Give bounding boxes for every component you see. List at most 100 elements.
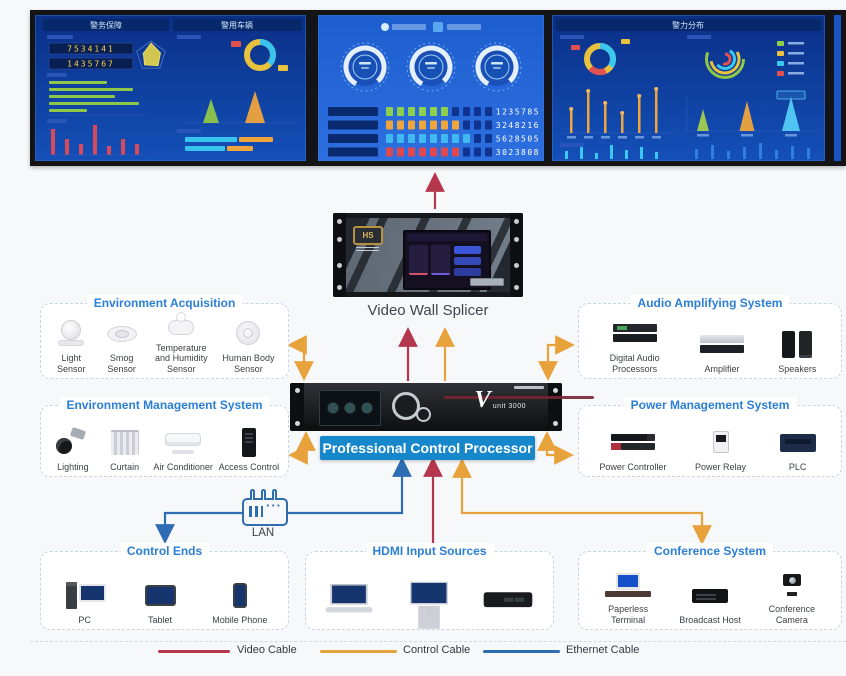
device-item: Digital Audio Processors: [600, 318, 670, 374]
device-item: Tablet: [137, 580, 183, 625]
brand-logo-icon: HS: [353, 226, 383, 248]
device-item: Lighting: [50, 427, 96, 472]
stb-icon: [477, 579, 539, 622]
sensor-puck-icon: [158, 308, 204, 340]
device-label: Conference Camera: [768, 604, 816, 625]
svg-text:3023808: 3023808: [496, 148, 540, 157]
group-power-management: Power Management System Power Controller…: [578, 397, 842, 477]
group-title: Conference System: [646, 543, 774, 559]
rack-ear: [548, 383, 562, 431]
device-item: Smog Sensor: [95, 318, 147, 374]
device-item: Power Controller: [599, 427, 666, 472]
device-label: Mobile Phone: [212, 614, 268, 625]
rack-ear: [290, 383, 304, 431]
svg-text:警用车辆: 警用车辆: [221, 20, 253, 30]
device-item: [325, 584, 374, 625]
paperless-icon: [605, 569, 652, 601]
legend-video-cable-label: Video Cable: [237, 644, 297, 656]
legend-control-cable-label: Control Cable: [403, 644, 471, 656]
device-item: Broadcast Host: [679, 580, 741, 625]
cable-env-management: [288, 431, 316, 465]
device-label: Paperless Terminal: [608, 604, 649, 625]
relay-icon: [698, 427, 744, 459]
device-item: Access Control: [219, 427, 279, 472]
device-item: Conference Camera: [757, 569, 827, 625]
group-title: Audio Amplifying System: [630, 295, 790, 311]
device-label: Temperature and Humidity Sensor: [155, 342, 208, 374]
legend-ethernet-cable-label: Ethernet Cable: [566, 644, 640, 656]
device-label: Amplifier: [704, 363, 740, 374]
processor-badge: Professional Control Processor: [320, 436, 535, 460]
group-environment-management: Environment Management System Lighting Cu…: [40, 397, 289, 477]
processor-screen: [319, 390, 381, 426]
cable-power-management: [537, 431, 574, 465]
device-label: Light Sensor: [56, 353, 86, 374]
svg-text:5628505: 5628505: [496, 135, 540, 144]
sensor-smoke-icon: [99, 318, 145, 350]
sensor-disc-icon: [225, 318, 271, 350]
track-light-icon: [50, 427, 96, 459]
device-label: Lighting: [57, 461, 89, 472]
device-label: Power Controller: [599, 461, 667, 472]
control-processor-device: V unit 3000: [290, 383, 594, 431]
phone-icon: [217, 580, 263, 612]
brand-text: V unit 3000: [474, 387, 526, 413]
device-item: [483, 590, 533, 625]
device-label: Digital Audio Processors: [609, 353, 660, 374]
svg-text:3248216: 3248216: [496, 121, 540, 130]
group-environment-acquisition: Environment Acquisition Light Sensor Smog…: [40, 295, 289, 379]
device-label: Human Body Sensor: [222, 353, 275, 374]
group-title: Control Ends: [119, 543, 210, 559]
svg-text:7534141: 7534141: [67, 45, 115, 54]
rack-audio-icon: [612, 318, 658, 350]
group-title: Environment Acquisition: [86, 295, 243, 311]
group-conference-system: Conference System Paperless Terminal Broa…: [578, 543, 842, 630]
device-label: Power Relay: [694, 461, 747, 472]
legend-control-cable-line: [320, 650, 397, 653]
group-title: Power Management System: [623, 397, 797, 413]
aircon-icon: [160, 427, 206, 459]
plc-icon: [775, 427, 821, 459]
control-knob-small: [416, 407, 431, 422]
tablet-icon: [137, 580, 183, 612]
group-title: HDMI Input Sources: [365, 543, 494, 559]
device-item: Human Body Sensor: [215, 318, 282, 374]
legend-ethernet-cable-line: [483, 650, 560, 653]
svg-text:1235785: 1235785: [496, 108, 540, 117]
legend-divider: [30, 641, 846, 642]
corner-logo: [514, 386, 544, 389]
device-label: Broadcast Host: [679, 614, 741, 625]
device-item: Paperless Terminal: [593, 569, 663, 625]
lan-label: LAN: [251, 527, 275, 539]
device-label: Air Conditioner: [153, 461, 213, 472]
device-item: Air Conditioner: [153, 427, 213, 472]
cable-env-acquisition: [287, 335, 314, 381]
broadcast-icon: [687, 580, 733, 612]
curtain-icon: [102, 427, 148, 459]
speakers-icon: [774, 329, 820, 361]
device-item: Temperature and Humidity Sensor: [148, 308, 215, 374]
sensor-dome-icon: [48, 318, 94, 350]
slogan-text-line: [444, 396, 594, 399]
device-label: Curtain: [110, 461, 140, 472]
control-knob: [392, 392, 420, 420]
lan-router-icon: ···: [242, 489, 288, 526]
svg-text:警力分布: 警力分布: [672, 20, 704, 30]
rack-ear: [333, 213, 346, 297]
device-item: Amplifier: [699, 329, 745, 374]
device-label: Tablet: [147, 614, 172, 625]
rack-amp-icon: [699, 329, 745, 361]
group-title: Environment Management System: [59, 397, 270, 413]
device-item: PC: [62, 580, 108, 625]
splicer-label: Video Wall Splicer: [367, 302, 489, 319]
device-item: PLC: [775, 427, 821, 472]
video-wall-splicer-device: HS: [333, 213, 523, 297]
device-item: Power Relay: [695, 427, 746, 472]
device-item: Mobile Phone: [212, 580, 267, 625]
group-hdmi-input-sources: HDMI Input Sources: [305, 543, 554, 630]
monitor-icon: [398, 579, 460, 622]
laptop-icon: [320, 579, 382, 622]
model-badge: [470, 278, 504, 286]
